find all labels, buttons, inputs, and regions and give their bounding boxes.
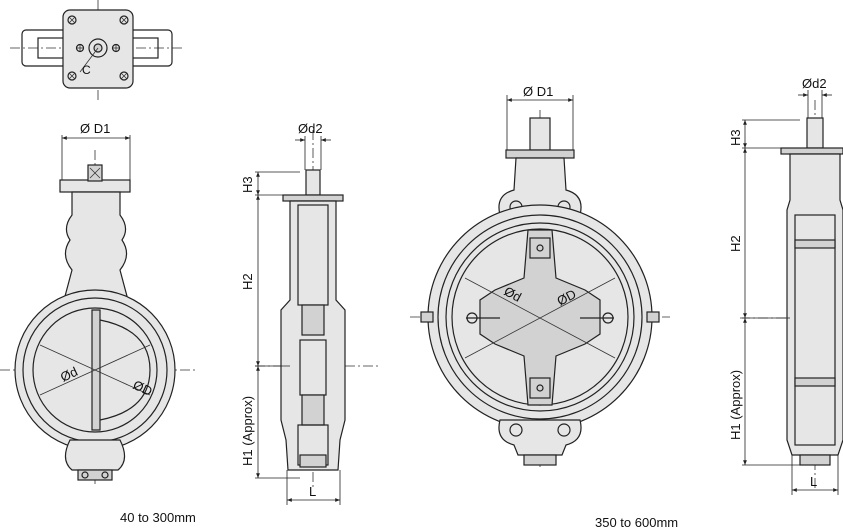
h2-label-small: H2 bbox=[240, 273, 255, 290]
d2-label-small: Ød2 bbox=[298, 121, 323, 136]
D-label-small: ØD bbox=[131, 377, 155, 399]
h3-label-large: H3 bbox=[728, 129, 743, 146]
small-valve-side-view: Ød2 H3 H2 H1 (Approx) L bbox=[240, 121, 380, 505]
c-dimension-label: C bbox=[82, 63, 91, 77]
caption-large-range: 350 to 600mm bbox=[595, 515, 678, 529]
h1-label-large: H1 (Approx) bbox=[728, 370, 743, 440]
d1-label-small: Ø D1 bbox=[80, 121, 110, 136]
large-valve-side-view: Ød2 H3 H2 H1 (Approx) L bbox=[728, 76, 843, 495]
h3-label-small: H3 bbox=[240, 176, 255, 193]
l-label-large: L bbox=[810, 474, 817, 489]
d-label-small: Ød bbox=[58, 364, 80, 385]
d-label-large: Ød bbox=[502, 283, 524, 304]
d1-label-large: Ø D1 bbox=[523, 84, 553, 99]
caption-small-range: 40 to 300mm bbox=[120, 510, 196, 525]
top-flange-view: C bbox=[10, 0, 185, 100]
d2-label-large: Ød2 bbox=[802, 76, 827, 91]
h1-label-small: H1 (Approx) bbox=[240, 396, 255, 466]
large-valve-front-view: Ø D1 Ød ØD bbox=[410, 84, 670, 470]
small-valve-front-view: Ø D1 Ød ØD bbox=[0, 121, 195, 485]
h2-label-large: H2 bbox=[728, 235, 743, 252]
l-label-small: L bbox=[309, 484, 316, 499]
